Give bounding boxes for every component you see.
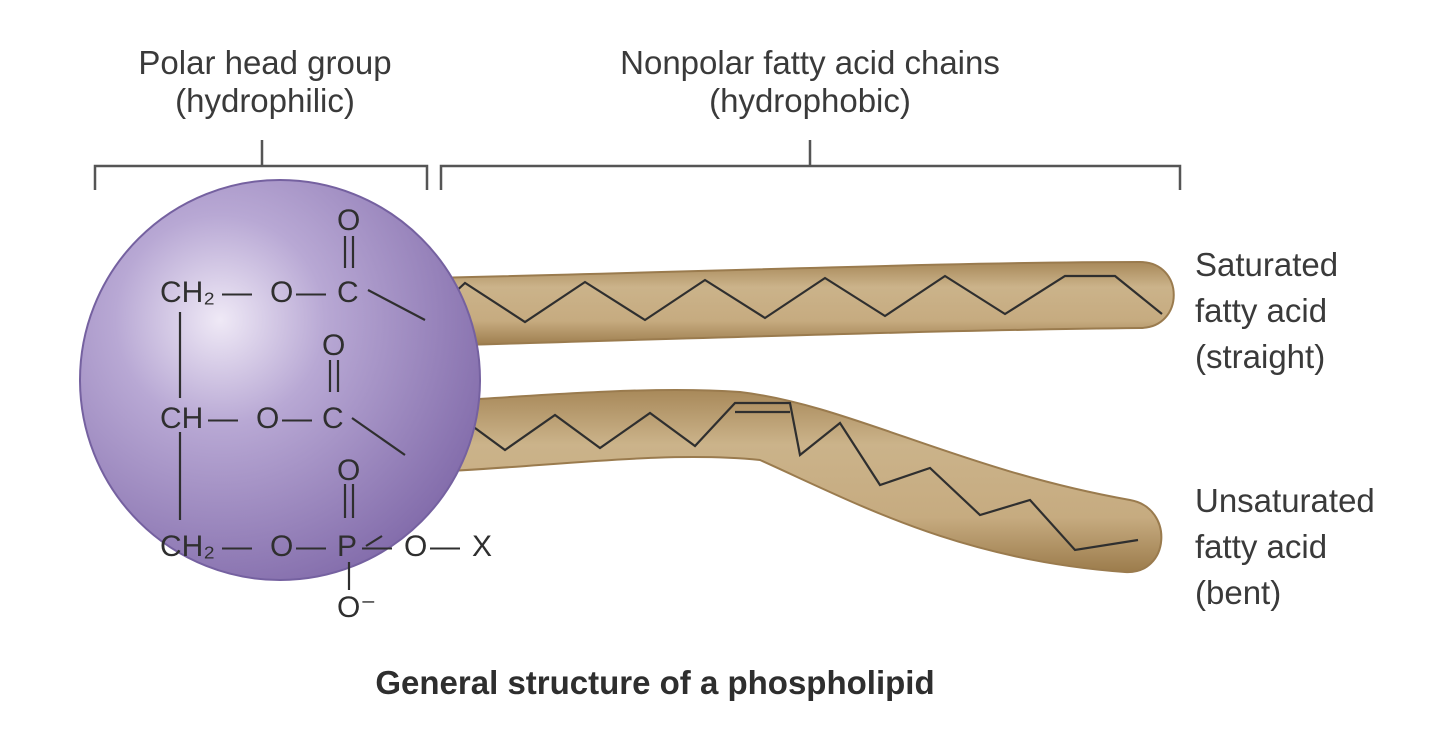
polar-head-title: Polar head group	[138, 44, 392, 81]
phosphate-oxygen: O	[337, 454, 360, 487]
phosphate-oxygen-minus: O⁻	[337, 591, 376, 624]
row2-carbon: C	[322, 402, 344, 435]
polar-head-label: Polar head group (hydrophilic)	[100, 44, 430, 120]
row2-bond2: —	[282, 402, 312, 435]
row1-bond2: —	[296, 276, 326, 309]
saturated-label: Saturated fatty acid (straight)	[1195, 246, 1338, 376]
unsaturated-label-line2: fatty acid	[1195, 528, 1328, 565]
row3-bond4: —	[430, 530, 460, 563]
row2-ch: CH	[160, 402, 203, 435]
row3-oxygen2: O	[404, 530, 427, 563]
polar-head-subtitle: (hydrophilic)	[175, 82, 355, 119]
backbone-bonds	[178, 236, 426, 590]
polar-bracket	[93, 140, 429, 190]
saturated-tail	[424, 260, 1175, 348]
row1-bond1: —	[222, 276, 252, 309]
nonpolar-chains-title: Nonpolar fatty acid chains	[620, 44, 1000, 81]
nonpolar-chains-label: Nonpolar fatty acid chains (hydrophobic)	[570, 44, 1050, 120]
diagram-caption: General structure of a phospholipid	[375, 664, 935, 701]
row3-phosphorus: P	[337, 530, 356, 563]
row3-x-group: X	[472, 530, 492, 563]
row3-bond2: —	[296, 530, 326, 563]
row3-ch2: CH₂	[160, 530, 215, 563]
saturated-label-line1: Saturated	[1195, 246, 1339, 283]
unsaturated-zigzag	[404, 401, 1139, 552]
unsaturated-tail	[389, 388, 1163, 574]
row3-formula: CH₂ — O — P — O — X	[160, 530, 492, 563]
saturated-label-line3: (straight)	[1195, 338, 1326, 375]
row1-formula: CH₂ — O — C	[160, 276, 359, 309]
row2-oxygen: O	[256, 402, 279, 435]
unsaturated-label-line3: (bent)	[1195, 574, 1282, 611]
unsaturated-label-line1: Unsaturated	[1195, 482, 1375, 519]
polar-head-sphere	[79, 179, 481, 581]
row1-oxygen: O	[270, 276, 293, 309]
row2-bond1: —	[208, 402, 238, 435]
row3-bond1: —	[222, 530, 252, 563]
unsaturated-label: Unsaturated fatty acid (bent)	[1195, 482, 1375, 612]
row3-oxygen: O	[270, 530, 293, 563]
saturated-label-line2: fatty acid	[1195, 292, 1328, 329]
carbonyl-oxygen-2: O	[322, 329, 345, 362]
nonpolar-bracket	[439, 140, 1182, 190]
row1-ch2: CH₂	[160, 276, 215, 309]
saturated-zigzag	[424, 274, 1163, 324]
nonpolar-chains-subtitle: (hydrophobic)	[709, 82, 911, 119]
head-chemistry: O O O O⁻ CH₂ — O — C CH — O — C CH₂ — O	[160, 204, 492, 624]
row3-bond3: —	[362, 530, 392, 563]
carbonyl-oxygen-1: O	[337, 204, 360, 237]
row2-formula: CH — O — C	[160, 402, 344, 435]
row1-carbon: C	[337, 276, 359, 309]
